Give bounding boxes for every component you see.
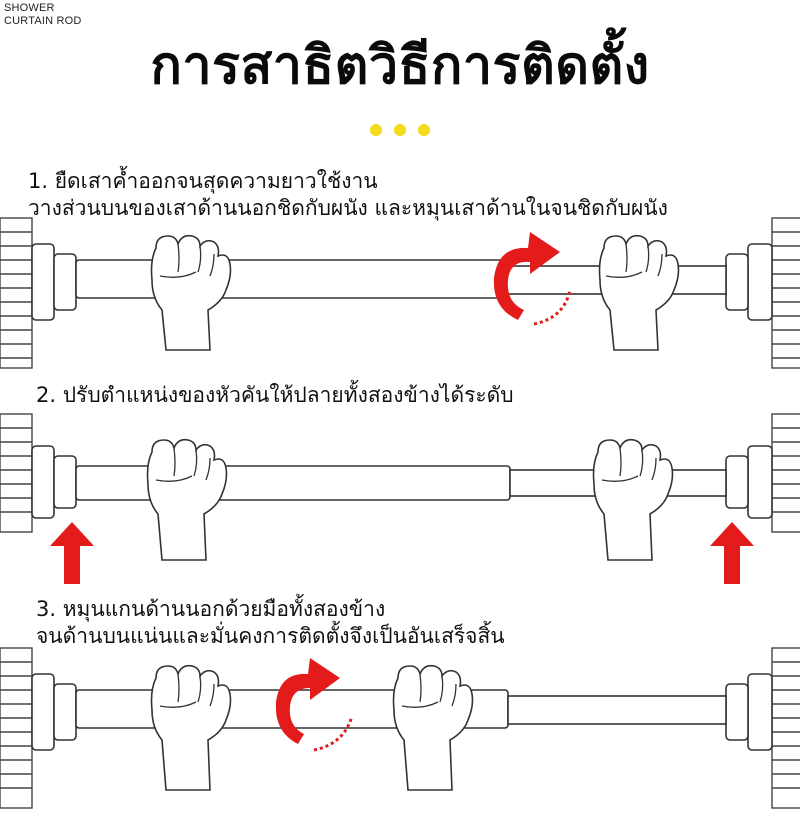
step-2-illustration [0, 413, 800, 584]
brand-label: SHOWER CURTAIN ROD [4, 2, 82, 28]
step-3-illustration [0, 647, 800, 809]
step-3-line-2: จนด้านบนแน่นและมั่นคงการติดตั้งจึงเป็นอั… [36, 624, 505, 648]
dot-icon [418, 124, 430, 136]
dot-icon [394, 124, 406, 136]
left-hand-icon [146, 438, 228, 561]
right-wall [771, 217, 800, 369]
brand-line-2: CURTAIN ROD [4, 15, 82, 27]
step-1-illustration [0, 217, 800, 369]
step-3-text: 3. หมุนแกนด้านนอกด้วยมือทั้งสองข้าง จนด้… [36, 596, 505, 650]
rotate-arrow-icon [275, 658, 354, 752]
left-hand-icon [150, 234, 232, 351]
decorative-dots [370, 124, 430, 136]
right-hand-icon [592, 438, 674, 561]
right-hand-icon [392, 664, 474, 791]
step-1-text: 1. ยืดเสาค้ำออกจนสุดความยาวใช้งาน วางส่ว… [28, 168, 668, 222]
step-3-line-1: 3. หมุนแกนด้านนอกด้วยมือทั้งสองข้าง [36, 597, 386, 621]
right-wall [771, 647, 800, 809]
left-end-cap [31, 445, 77, 519]
right-up-arrow-icon [710, 522, 754, 584]
left-up-arrow-icon [50, 522, 94, 584]
right-end-cap [725, 673, 773, 751]
right-end-cap [725, 445, 773, 519]
left-hand-icon [150, 664, 232, 791]
right-wall [771, 413, 800, 533]
right-end-cap [725, 243, 773, 321]
dot-icon [370, 124, 382, 136]
right-hand-icon [598, 234, 680, 351]
left-end-cap [31, 673, 77, 751]
left-wall [0, 647, 33, 809]
step-2-text: 2. ปรับตำแหน่งของหัวคันให้ปลายทั้งสองข้า… [36, 382, 514, 409]
step-2-line-1: 2. ปรับตำแหน่งของหัวคันให้ปลายทั้งสองข้า… [36, 383, 514, 407]
left-end-cap [31, 243, 77, 321]
left-wall [0, 217, 33, 369]
left-wall [0, 413, 33, 533]
step-1-line-1: 1. ยืดเสาค้ำออกจนสุดความยาวใช้งาน [28, 169, 378, 193]
brand-line-1: SHOWER [4, 2, 55, 14]
rotate-arrow-icon [493, 232, 572, 326]
step-1-line-2: วางส่วนบนของเสาด้านนอกชิดกับผนัง และหมุน… [28, 196, 668, 220]
page-title: การสาธิตวิธีการติดตั้ง [150, 36, 650, 96]
